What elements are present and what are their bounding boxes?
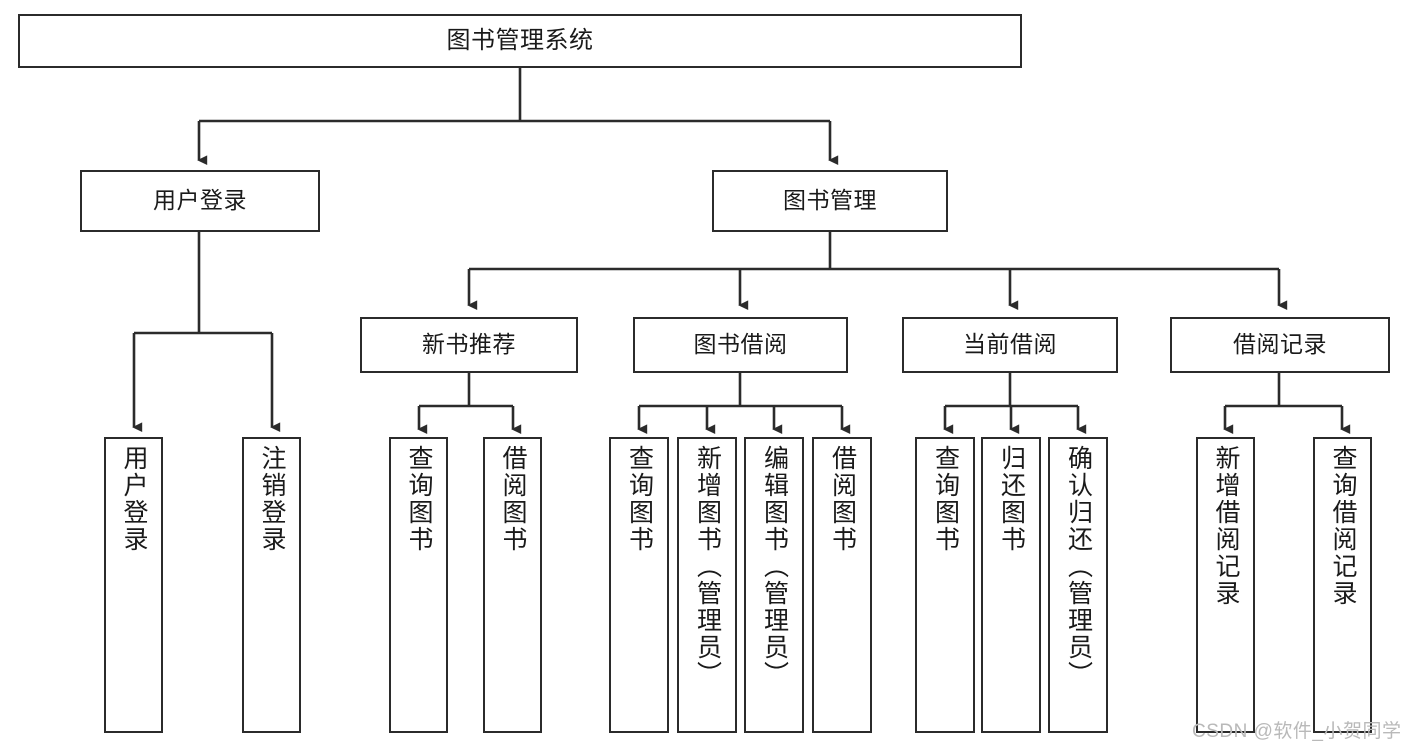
node-label: 借阅记录: [1233, 331, 1327, 358]
node-label: 图书借阅: [693, 331, 788, 358]
node-leaf-user-login[interactable]: 用户登录: [104, 437, 163, 733]
node-leaf-borrow-book-2[interactable]: 借阅图书: [812, 437, 872, 733]
node-book-management[interactable]: 图书管理: [712, 170, 948, 232]
node-leaf-return-book[interactable]: 归还图书: [981, 437, 1041, 733]
node-current-borrow[interactable]: 当前借阅: [902, 317, 1118, 373]
node-leaf-logout[interactable]: 注销登录: [242, 437, 301, 733]
node-label: 归还图书: [997, 445, 1026, 553]
node-borrow-record[interactable]: 借阅记录: [1170, 317, 1390, 373]
node-label: 查询图书: [931, 445, 960, 553]
node-label: 确认归还（管理员）: [1064, 445, 1093, 688]
node-label: 注销登录: [258, 445, 286, 553]
node-label: 查询借阅记录: [1329, 445, 1357, 607]
node-book-borrow[interactable]: 图书借阅: [633, 317, 848, 373]
csdn-watermark: CSDN @软件_小贺同学: [1192, 721, 1402, 742]
node-leaf-query-book-3[interactable]: 查询图书: [915, 437, 975, 733]
node-leaf-confirm-return[interactable]: 确认归还（管理员）: [1048, 437, 1108, 733]
node-new-book-recommend[interactable]: 新书推荐: [360, 317, 578, 373]
node-label: 用户登录: [120, 445, 148, 553]
node-label: 新增图书（管理员）: [693, 445, 722, 688]
node-leaf-query-book-1[interactable]: 查询图书: [389, 437, 448, 733]
node-label: 图书管理系统: [446, 26, 594, 54]
node-label: 借阅图书: [828, 445, 857, 553]
node-leaf-borrow-book-1[interactable]: 借阅图书: [483, 437, 542, 733]
node-label: 查询图书: [405, 445, 433, 553]
node-root-system[interactable]: 图书管理系统: [18, 14, 1022, 68]
node-label: 编辑图书（管理员）: [760, 445, 789, 688]
node-user-login[interactable]: 用户登录: [80, 170, 320, 232]
node-label: 图书管理: [783, 187, 877, 214]
node-label: 借阅图书: [499, 445, 527, 553]
node-leaf-edit-book[interactable]: 编辑图书（管理员）: [744, 437, 804, 733]
node-leaf-add-record[interactable]: 新增借阅记录: [1196, 437, 1255, 733]
node-label: 查询图书: [625, 445, 654, 553]
node-leaf-query-record[interactable]: 查询借阅记录: [1313, 437, 1372, 733]
node-leaf-query-book-2[interactable]: 查询图书: [609, 437, 669, 733]
node-label: 用户登录: [153, 187, 247, 214]
node-label: 新增借阅记录: [1212, 445, 1240, 607]
node-label: 当前借阅: [963, 331, 1057, 358]
node-leaf-add-book[interactable]: 新增图书（管理员）: [677, 437, 737, 733]
node-label: 新书推荐: [422, 331, 516, 358]
